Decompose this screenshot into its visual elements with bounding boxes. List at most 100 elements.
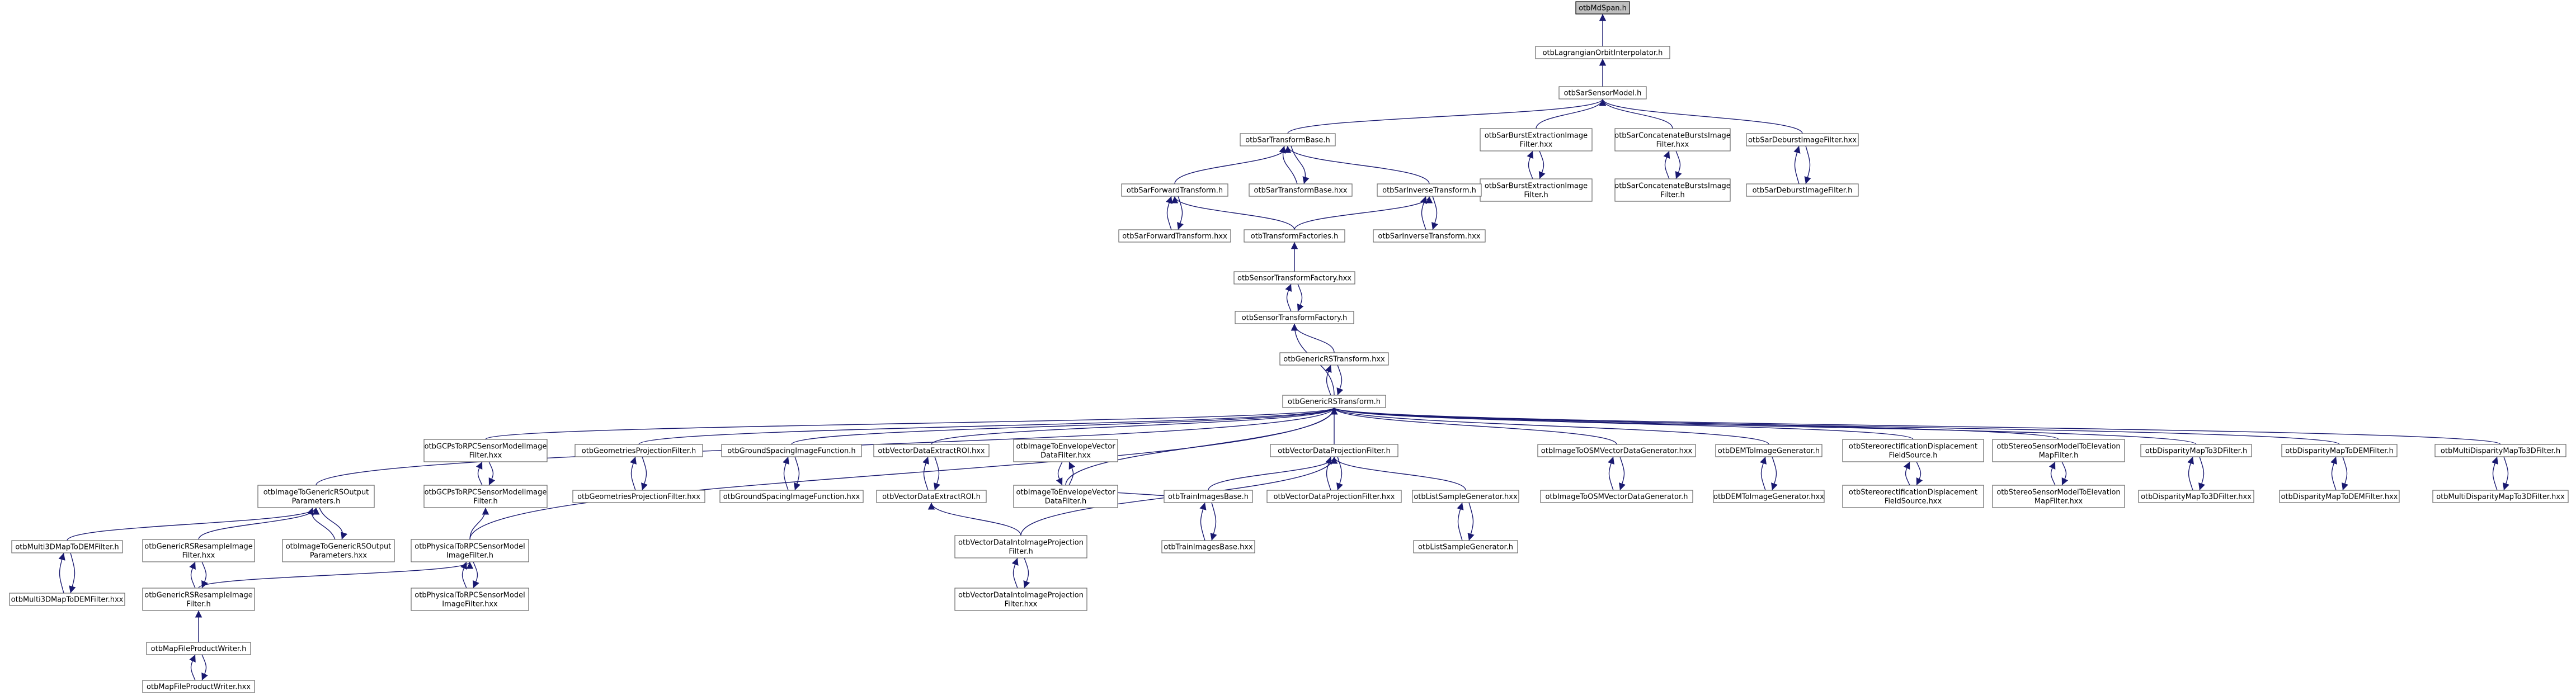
node-box[interactable] <box>721 444 862 457</box>
node-box[interactable] <box>257 485 375 508</box>
node-vdroi[interactable]: otbVectorDataExtractROI.h <box>876 490 987 503</box>
node-dispdem_hxx[interactable]: otbDisparityMapToDEMFilter.hxx <box>2279 490 2400 503</box>
node-box[interactable] <box>1713 490 1825 503</box>
node-groundsp[interactable]: otbGroundSpacingImageFunction.h <box>721 444 862 457</box>
node-box[interactable] <box>1279 352 1389 366</box>
node-phys_hxx[interactable]: otbPhysicalToRPCSensorModelImageFilter.h… <box>411 588 529 611</box>
node-box[interactable] <box>2279 490 2400 503</box>
node-box[interactable] <box>1377 183 1482 197</box>
node-box[interactable] <box>1013 439 1118 462</box>
node-mapwriter_hxx[interactable]: otbMapFileProductWriter.hxx <box>142 680 255 693</box>
node-box[interactable] <box>1270 444 1398 457</box>
node-mapwriter[interactable]: otbMapFileProductWriter.h <box>146 642 251 655</box>
node-listsg_hxx[interactable]: otbListSampleGenerator.hxx <box>1412 490 1519 503</box>
node-disp3d[interactable]: otbDisparityMapTo3DFilter.h <box>2140 444 2252 457</box>
node-box[interactable] <box>574 444 703 457</box>
node-box[interactable] <box>1164 490 1253 503</box>
node-box[interactable] <box>1161 540 1255 553</box>
node-osm[interactable]: otbImageToOSMVectorDataGenerator.h <box>1540 490 1693 503</box>
node-osm_hxx[interactable]: otbImageToOSMVectorDataGenerator.hxx <box>1537 444 1696 457</box>
node-box[interactable] <box>1537 444 1696 457</box>
node-box[interactable] <box>1992 485 2125 508</box>
node-box[interactable] <box>1715 444 1822 457</box>
node-stereo[interactable]: otbStereorectificationDisplacementFieldS… <box>1842 439 1984 462</box>
node-box[interactable] <box>1282 395 1386 408</box>
node-box[interactable] <box>1266 490 1402 503</box>
node-vdproj_hxx[interactable]: otbVectorDataProjectionFilter.hxx <box>1266 490 1402 503</box>
node-box[interactable] <box>1480 178 1593 202</box>
node-deburst[interactable]: otbSarDeburstImageFilter.hxx <box>1746 133 1859 146</box>
node-sarinv_hxx[interactable]: otbSarInverseTransform.hxx <box>1373 229 1486 243</box>
node-sarinv[interactable]: otbSarInverseTransform.h <box>1377 183 1482 197</box>
node-box[interactable] <box>1842 485 1984 508</box>
node-vdproj[interactable]: otbVectorDataProjectionFilter.h <box>1270 444 1398 457</box>
node-groundsp_hxx[interactable]: otbGroundSpacingImageFunction.hxx <box>719 490 864 503</box>
node-box[interactable] <box>1413 540 1518 553</box>
node-trainbase[interactable]: otbTrainImagesBase.h <box>1164 490 1253 503</box>
node-geomproj[interactable]: otbGeometriesProjectionFilter.h <box>574 444 703 457</box>
node-box[interactable] <box>2140 444 2252 457</box>
node-box[interactable] <box>1992 439 2125 462</box>
node-box[interactable] <box>954 588 1087 611</box>
node-dispdem[interactable]: otbDisparityMapToDEMFilter.h <box>2281 444 2398 457</box>
node-mdspan[interactable]: otbMdSpan.h <box>1575 1 1630 15</box>
node-sarmodel[interactable]: otbSarSensorModel.h <box>1558 86 1647 100</box>
node-mdisp[interactable]: otbMultiDisparityMapTo3DFilter.h <box>2434 444 2566 457</box>
node-box[interactable] <box>1746 133 1859 146</box>
node-box[interactable] <box>2434 444 2566 457</box>
node-box[interactable] <box>142 680 255 693</box>
node-box[interactable] <box>954 535 1087 558</box>
node-box[interactable] <box>876 490 987 503</box>
node-box[interactable] <box>1614 178 1731 202</box>
node-box[interactable] <box>1558 86 1647 100</box>
node-trainbase_hxx[interactable]: otbTrainImagesBase.hxx <box>1161 540 1255 553</box>
node-box[interactable] <box>1842 439 1984 462</box>
node-sartb[interactable]: otbSarTransformBase.h <box>1240 133 1336 146</box>
node-box[interactable] <box>1013 485 1118 508</box>
node-box[interactable] <box>1244 229 1345 243</box>
node-m3d[interactable]: otbMulti3DMapToDEMFilter.h <box>11 540 123 553</box>
node-vdroi_hxx[interactable]: otbVectorDataExtractROI.hxx <box>873 444 990 457</box>
node-sarfwd[interactable]: otbSarForwardTransform.h <box>1121 183 1228 197</box>
node-box[interactable] <box>1249 183 1353 197</box>
node-sarfwd_hxx[interactable]: otbSarForwardTransform.hxx <box>1118 229 1231 243</box>
node-box[interactable] <box>1480 128 1593 151</box>
node-box[interactable] <box>2281 444 2398 457</box>
node-deburst_h[interactable]: otbSarDeburstImageFilter.h <box>1746 183 1859 197</box>
node-box[interactable] <box>411 539 529 562</box>
node-box[interactable] <box>1746 183 1859 197</box>
node-dem[interactable]: otbDEMToImageGenerator.h <box>1715 444 1822 457</box>
node-grs[interactable]: otbGenericRSTransform.h <box>1282 395 1386 408</box>
node-box[interactable] <box>282 539 395 562</box>
node-box[interactable] <box>411 588 529 611</box>
node-box[interactable] <box>9 593 125 606</box>
node-stereoelev[interactable]: otbStereoSensorModelToElevationMapFilter… <box>1992 439 2125 462</box>
node-listsg[interactable]: otbListSampleGenerator.h <box>1413 540 1518 553</box>
node-box[interactable] <box>142 588 255 611</box>
node-box[interactable] <box>11 540 123 553</box>
node-box[interactable] <box>1240 133 1336 146</box>
node-lagrange[interactable]: otbLagrangianOrbitInterpolator.h <box>1535 46 1670 59</box>
node-box[interactable] <box>1118 229 1231 243</box>
node-disp3d_hxx[interactable]: otbDisparityMapTo3DFilter.hxx <box>2138 490 2254 503</box>
node-box[interactable] <box>1373 229 1486 243</box>
node-dem_hxx[interactable]: otbDEMToImageGenerator.hxx <box>1713 490 1825 503</box>
node-m3d_hxx[interactable]: otbMulti3DMapToDEMFilter.hxx <box>9 593 125 606</box>
node-box[interactable] <box>1614 128 1731 151</box>
node-stereo_hxx[interactable]: otbStereorectificationDisplacementFieldS… <box>1842 485 1984 508</box>
node-tfactories[interactable]: otbTransformFactories.h <box>1244 229 1345 243</box>
node-geomproj_hxx[interactable]: otbGeometriesProjectionFilter.hxx <box>572 490 705 503</box>
node-box[interactable] <box>2138 490 2254 503</box>
